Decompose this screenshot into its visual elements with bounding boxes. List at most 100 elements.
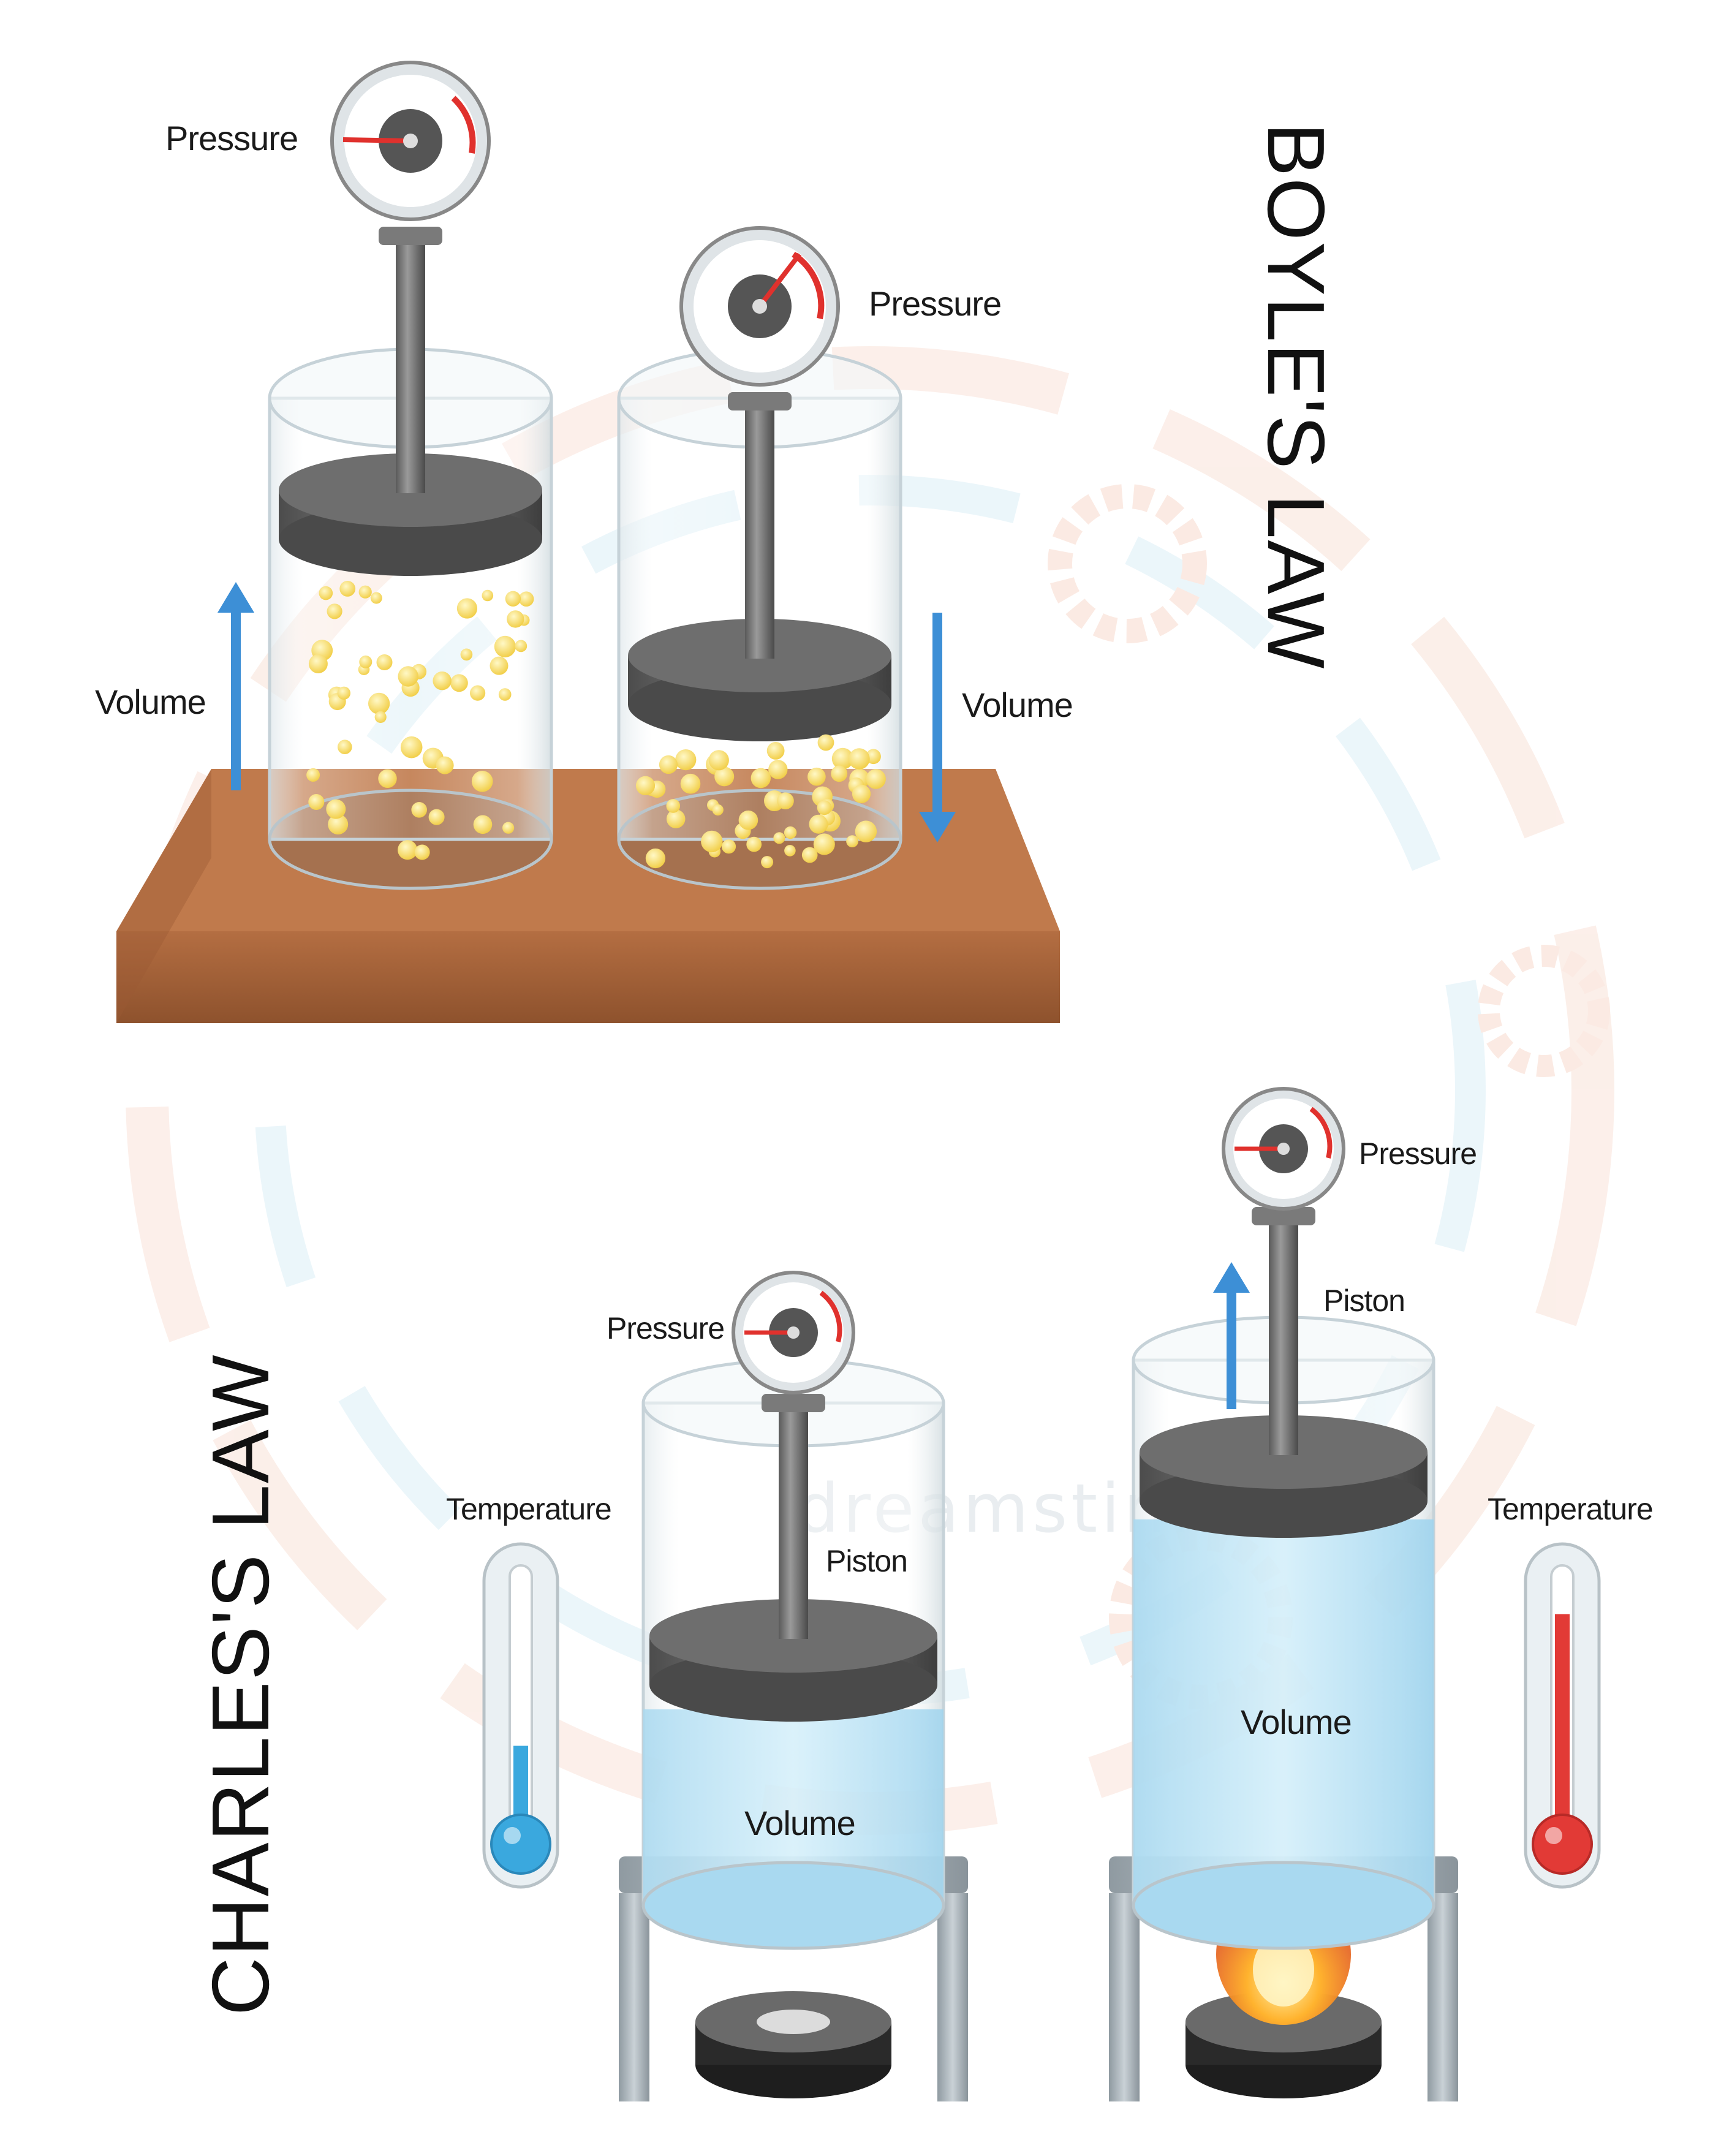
- gas-particle: [502, 822, 515, 834]
- charles-hot-pressure-gauge: [1222, 1087, 1345, 1211]
- gas-particle: [712, 804, 724, 816]
- gas-particle: [308, 794, 325, 810]
- gas-particle: [428, 809, 445, 825]
- boyle-right-volume-label: Volume: [962, 686, 1073, 724]
- gas-particle: [471, 771, 493, 792]
- gas-particle: [852, 784, 871, 803]
- gas-particle: [518, 591, 534, 607]
- gas-particle: [666, 809, 686, 828]
- charles-cold-piston-label: Piston: [826, 1544, 907, 1578]
- wooden-base: [116, 769, 1060, 1023]
- gas-particle: [359, 655, 372, 668]
- gas-particle: [358, 585, 372, 599]
- gas-particle: [817, 800, 832, 815]
- gas-particle: [308, 654, 328, 673]
- gas-particle: [680, 773, 701, 794]
- gas-particle: [450, 674, 468, 692]
- gas-particle: [470, 685, 486, 701]
- charles-section: CHARLES'S LAW: [195, 1087, 1654, 2101]
- gas-particle: [411, 802, 427, 818]
- gas-particle: [498, 688, 512, 701]
- gas-particle: [368, 692, 390, 714]
- hot-gas-volume: [1133, 1519, 1434, 1905]
- gas-particle: [708, 750, 729, 771]
- gas-particle: [400, 736, 423, 758]
- gas-particle: [773, 832, 785, 844]
- gas-particle: [494, 635, 516, 657]
- gas-particle: [721, 839, 736, 854]
- charles-hot-temperature-label: Temperature: [1488, 1492, 1653, 1526]
- gas-particle: [482, 589, 494, 602]
- gas-particle: [433, 671, 452, 690]
- piston-up-arrow-head: [1213, 1262, 1250, 1293]
- gas-particle: [374, 711, 387, 723]
- charles-cold-cylinder: [641, 1358, 945, 1950]
- gas-particle: [398, 840, 418, 860]
- gas-particle: [319, 586, 333, 600]
- gas-particle: [761, 856, 774, 869]
- gas-particle: [635, 776, 656, 795]
- gas-particle: [507, 610, 524, 628]
- gas-particle: [751, 768, 771, 789]
- gas-particle: [746, 836, 762, 852]
- boyle-left-volume-label: Volume: [95, 683, 206, 721]
- gas-particle: [645, 848, 665, 869]
- gas-particle: [414, 844, 430, 860]
- gas-particle: [768, 760, 788, 779]
- gas-particle: [490, 656, 509, 675]
- charles-cold-temperature-label: Temperature: [446, 1492, 611, 1526]
- gas-particle: [398, 666, 418, 687]
- gas-particle: [327, 603, 342, 619]
- gas-particle: [306, 768, 320, 782]
- gas-particle: [801, 847, 818, 863]
- boyle-right-cylinder: [617, 347, 902, 890]
- gas-particle: [328, 814, 349, 834]
- boyle-right-particles: [635, 734, 886, 869]
- volume-up-arrow-head: [217, 582, 254, 613]
- gas-particle: [813, 833, 835, 855]
- gauge-needle: [757, 252, 802, 308]
- gas-particle: [460, 648, 473, 661]
- gas-particle: [807, 767, 826, 786]
- gauge-needle: [342, 137, 411, 143]
- boyle-left-pressure-gauge: [330, 61, 491, 221]
- gas-particle: [666, 799, 681, 813]
- gas-particle: [846, 835, 858, 847]
- gas-particle: [701, 830, 723, 853]
- gas-particle: [784, 826, 797, 839]
- charles-hot-piston-label: Piston: [1323, 1284, 1405, 1318]
- boyle-left-cylinder: [268, 227, 553, 890]
- gas-particle: [456, 598, 478, 619]
- gas-particle: [376, 654, 393, 670]
- hot-thermometer-fill: [1555, 1614, 1570, 1838]
- gas-particle: [436, 756, 454, 774]
- boyles-law-title: BOYLE'S LAW: [1251, 123, 1341, 670]
- gas-particle: [338, 739, 352, 754]
- gas-particle: [659, 755, 678, 774]
- charles-law-title: CHARLES'S LAW: [195, 1353, 286, 2016]
- gas-particle: [339, 581, 356, 597]
- charles-hot-pressure-label: Pressure: [1359, 1137, 1477, 1171]
- boyle-left-pressure-label: Pressure: [165, 119, 298, 157]
- gas-particle: [326, 799, 346, 819]
- gas-particle: [809, 814, 828, 834]
- gas-particle: [784, 845, 796, 857]
- charles-cold-volume-label: Volume: [744, 1804, 855, 1842]
- gas-particle: [675, 749, 697, 771]
- boyle-right-pressure-label: Pressure: [869, 284, 1001, 323]
- hot-thermometer: [1524, 1542, 1601, 1889]
- gas-particle: [505, 591, 521, 607]
- boyle-section: Pressure Volume Pressure: [95, 61, 1341, 1023]
- gas-particle: [766, 742, 785, 760]
- gas-particle: [817, 734, 834, 751]
- gas-particle: [378, 769, 397, 789]
- gas-particle: [777, 792, 794, 809]
- gas-particle: [337, 686, 350, 700]
- boyle-left-particles: [306, 581, 534, 860]
- cold-thermometer: [482, 1542, 559, 1889]
- gas-particle: [738, 810, 758, 830]
- gas-particle: [370, 592, 382, 604]
- gas-particle: [866, 769, 886, 789]
